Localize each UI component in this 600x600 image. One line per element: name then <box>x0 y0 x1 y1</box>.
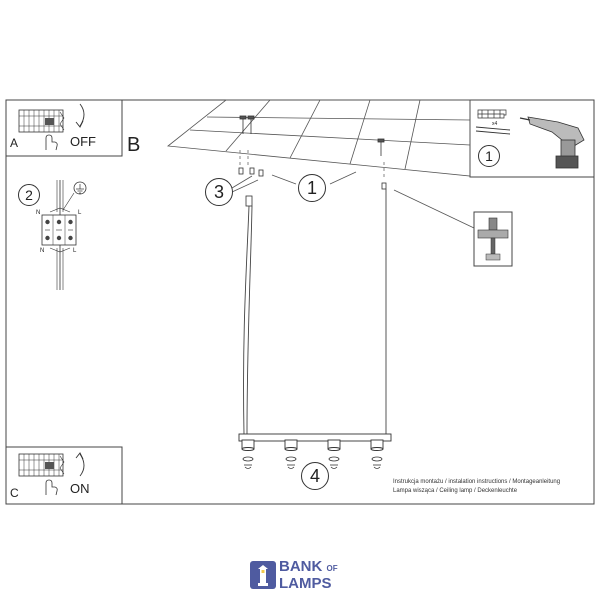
logo-word-bank: BANK <box>279 558 323 575</box>
wire-n-top: N <box>36 210 41 216</box>
bank-of-lamps-logo <box>250 561 276 589</box>
wire-l-bottom: L <box>73 248 77 254</box>
panel-b-letter: B <box>127 134 141 156</box>
breaker-strip-c <box>18 453 65 477</box>
logo-word-lamps: LAMPS <box>279 575 332 592</box>
canopy-parts <box>238 167 387 207</box>
logo-word-of: OF <box>326 564 338 573</box>
caption-line-1: Instrukcja montażu / instalation instruc… <box>393 479 561 485</box>
breaker-strip-a <box>18 109 65 133</box>
step-4-marker: 4 <box>301 462 329 490</box>
hand-c <box>45 479 58 496</box>
hand-a <box>45 134 58 151</box>
step-2-marker: 2 <box>18 184 40 206</box>
wire-n-bottom: N <box>40 248 45 254</box>
suspension-cables <box>243 189 387 435</box>
plug-quantity: x4 <box>492 121 498 127</box>
leader-lines <box>231 171 475 229</box>
wall-plugs <box>477 109 507 119</box>
screws <box>475 126 511 135</box>
on-label: ON <box>70 481 90 496</box>
logo-wordmark: BANK OF LAMPS <box>279 559 338 591</box>
tools-step-1-marker: 1 <box>478 145 500 167</box>
lamp-shades <box>241 439 384 451</box>
step-1-marker: 1 <box>298 174 326 202</box>
caption-line-2: Lampa wisząca / Ceiling lamp / Deckenleu… <box>393 488 518 494</box>
wire-l-top: L <box>78 210 82 216</box>
bulbs <box>242 456 383 469</box>
anchor-detail-box <box>473 211 513 267</box>
drill-icon <box>519 116 585 169</box>
off-label: OFF <box>70 134 96 149</box>
panel-a-letter: A <box>10 136 19 150</box>
ground-icon <box>62 181 87 211</box>
ceiling-screws <box>239 115 385 156</box>
panel-c-letter: C <box>10 486 19 500</box>
light-bar <box>238 433 392 442</box>
terminal-block <box>41 180 77 290</box>
drill-guides <box>239 150 385 180</box>
ceiling-grid <box>166 99 471 177</box>
step-3-marker: 3 <box>205 178 233 206</box>
